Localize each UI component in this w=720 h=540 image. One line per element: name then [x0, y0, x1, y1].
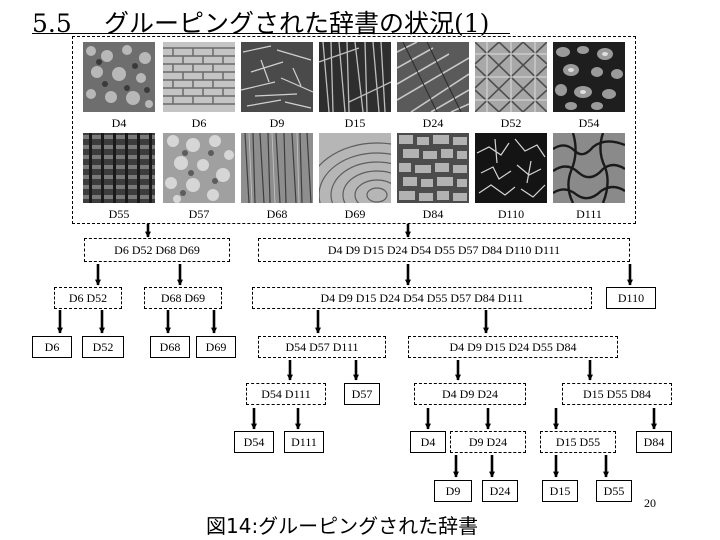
leaf-box-l5-a: D54 [234, 431, 274, 453]
texture-label-d57: D57 [188, 207, 210, 221]
leaf-box-l5-c: D4 [410, 431, 446, 453]
texture-label-d24: D24 [422, 116, 444, 130]
texture-image-d54 [553, 42, 625, 112]
leaf-box-l4-b: D57 [344, 383, 380, 405]
texture-image-d84 [397, 133, 469, 203]
texture-label-d55: D55 [108, 207, 130, 221]
page-number: 20 [644, 496, 656, 510]
texture-image-d4 [83, 42, 155, 112]
texture-label-d68: D68 [266, 207, 288, 221]
texture-image-d55 [83, 133, 155, 203]
texture-image-d6 [163, 42, 235, 112]
leaf-box-l3-d: D69 [196, 336, 236, 358]
group-box-l2-a: D6 D52 [54, 287, 122, 309]
texture-label-d15: D15 [344, 116, 366, 130]
texture-label-d52: D52 [500, 116, 522, 130]
texture-gallery: D4 D6 D9 D15 D24 D52 D54 [72, 36, 636, 224]
group-box-l3-e: D54 D57 D111 [258, 336, 386, 358]
texture-label-d111: D111 [576, 207, 602, 221]
leaf-box-l6-a: D9 [434, 480, 472, 502]
group-box-l5-e: D15 D55 [540, 431, 616, 453]
leaf-box-l5-b: D111 [284, 431, 324, 453]
texture-image-d110 [475, 133, 547, 203]
leaf-box-l5-f: D84 [636, 431, 672, 453]
leaf-box-l3-c: D68 [150, 336, 190, 358]
texture-label-d69: D69 [344, 207, 366, 221]
texture-image-d69 [319, 133, 391, 203]
texture-image-d68 [241, 133, 313, 203]
group-box-l2-c: D4 D9 D15 D24 D54 D55 D57 D84 D111 [252, 287, 592, 309]
group-box-l3-f: D4 D9 D15 D24 D55 D84 [408, 336, 618, 358]
texture-label-d110: D110 [497, 207, 525, 221]
group-box-l5-d: D9 D24 [450, 431, 526, 453]
texture-image-d111 [553, 133, 625, 203]
texture-label-d6: D6 [191, 116, 207, 130]
group-box-l4-d: D15 D55 D84 [562, 383, 672, 405]
title-underline [32, 33, 510, 34]
texture-label-d9: D9 [269, 116, 285, 130]
texture-image-d57 [163, 133, 235, 203]
group-box-l1-left: D6 D52 D68 D69 [84, 238, 230, 262]
texture-label-d54: D54 [578, 116, 600, 130]
texture-label-d4: D4 [111, 116, 127, 130]
group-box-l2-b: D68 D69 [144, 287, 222, 309]
leaf-box-l2-d: D110 [606, 287, 656, 309]
texture-label-d84: D84 [422, 207, 444, 221]
group-box-l4-a: D54 D111 [246, 383, 326, 405]
group-box-l4-c: D4 D9 D24 [414, 383, 526, 405]
leaf-box-l6-d: D55 [596, 480, 632, 502]
figure-caption: 図14:グルーピングされた辞書 [206, 514, 479, 538]
leaf-box-l6-c: D15 [542, 480, 578, 502]
leaf-box-l3-b: D52 [82, 336, 124, 358]
group-box-l1-right: D4 D9 D15 D24 D54 D55 D57 D84 D110 D111 [258, 238, 630, 262]
texture-image-d52 [475, 42, 547, 112]
texture-image-d9 [241, 42, 313, 112]
texture-image-d24 [397, 42, 469, 112]
leaf-box-l6-b: D24 [482, 480, 518, 502]
texture-image-d15 [319, 42, 391, 112]
leaf-box-l3-a: D6 [32, 336, 72, 358]
